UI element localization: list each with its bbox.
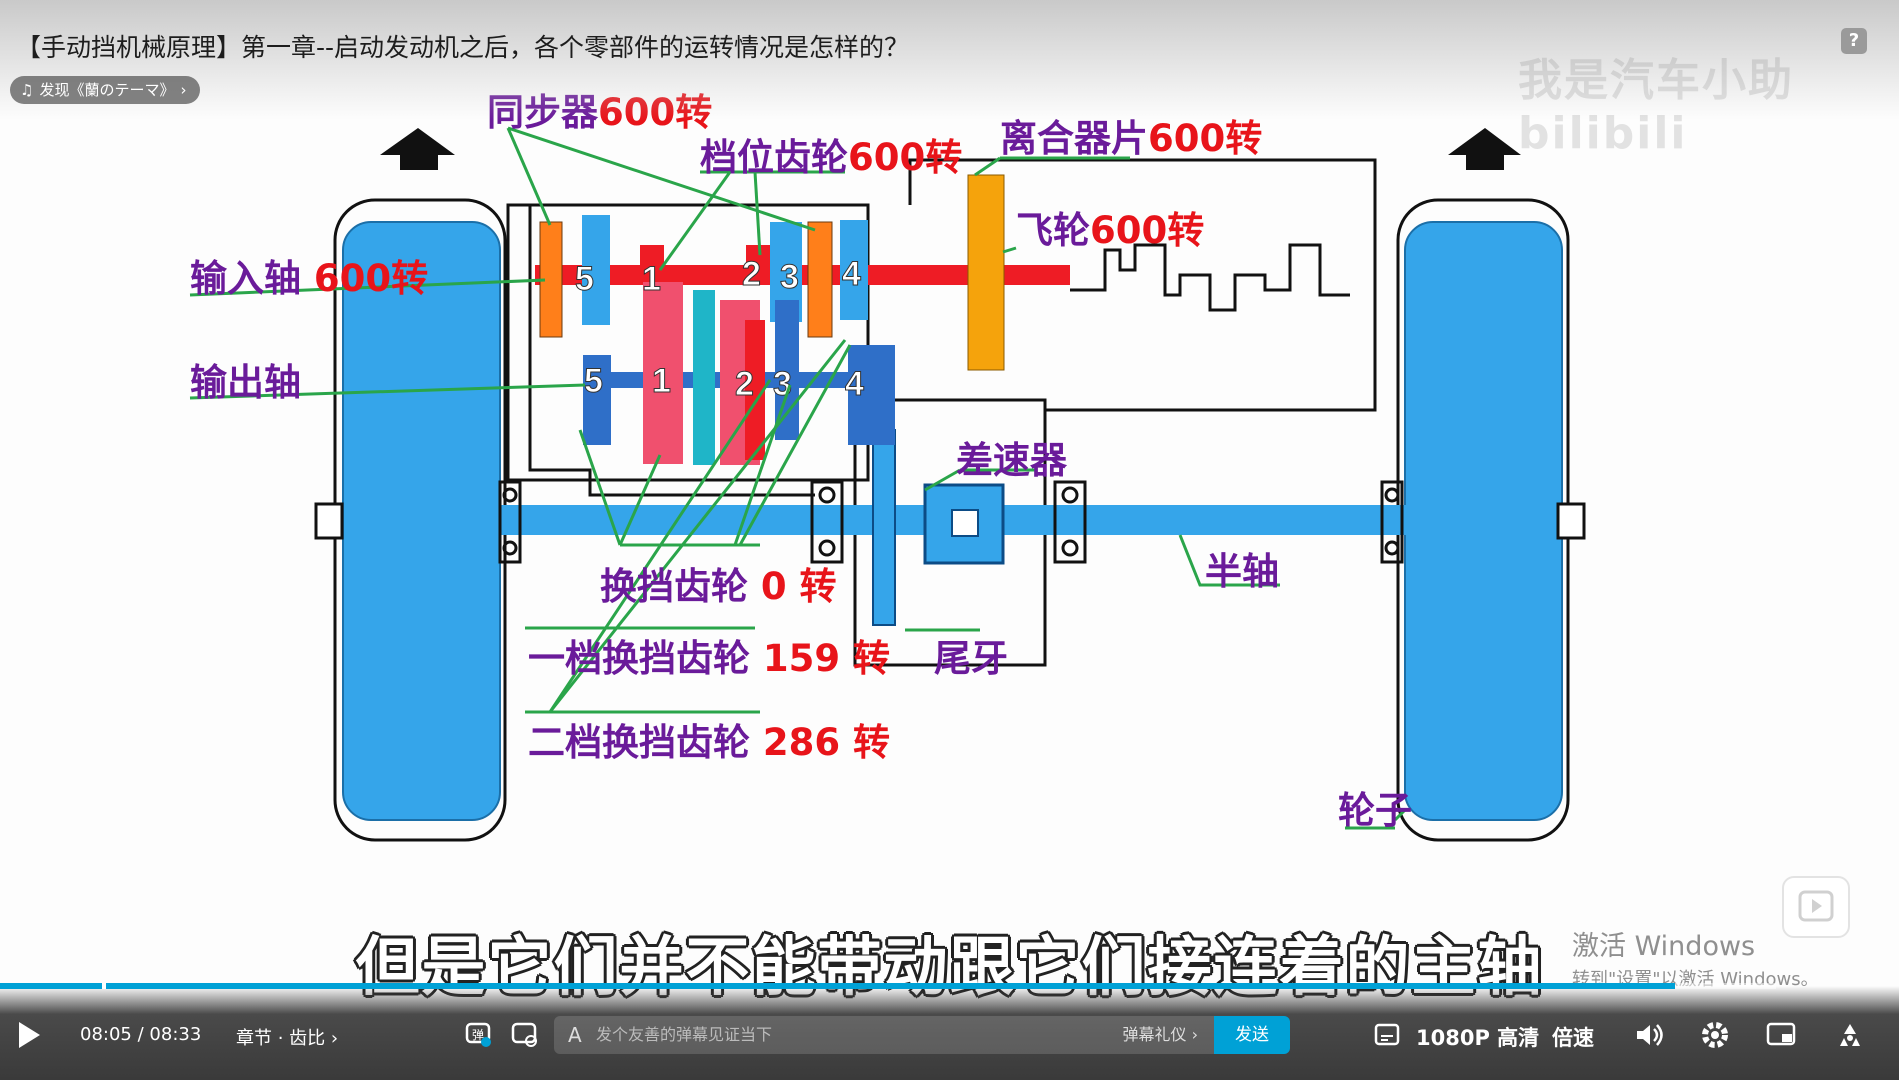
volume-icon xyxy=(1634,1020,1664,1050)
subtitle-icon xyxy=(1374,1022,1400,1048)
danmaku-etiquette-link[interactable]: 弹幕礼仪 › xyxy=(1123,1016,1199,1054)
picture-in-picture-button[interactable] xyxy=(1766,1020,1798,1054)
label-output-shaft: 输出轴 xyxy=(190,352,301,406)
label-shift-gear: 换挡齿轮 0 转 xyxy=(600,556,837,610)
chapter-marker xyxy=(102,983,106,989)
chapter-button[interactable]: 章节 · 齿比 › xyxy=(236,1024,338,1050)
gear-number-top-3: 3 xyxy=(780,258,799,296)
label-wheel: 轮子 xyxy=(1338,780,1412,834)
music-chip-label: 发现《蘭のテーマ》 xyxy=(39,76,174,104)
music-note-icon: ♫ xyxy=(20,76,33,104)
label-gear: 档位齿轮600转 xyxy=(700,127,962,181)
danmaku-input[interactable]: A 发个友善的弹幕见证当下 弹幕礼仪 › xyxy=(554,1016,1214,1054)
volume-button[interactable] xyxy=(1634,1020,1664,1054)
speed-button[interactable]: 倍速 xyxy=(1552,1022,1594,1052)
gear-number-top-5: 5 xyxy=(575,260,594,298)
tail-gear xyxy=(873,430,895,625)
ai-subtitle-button[interactable] xyxy=(1374,1022,1400,1052)
play-button[interactable] xyxy=(16,1020,42,1054)
danmaku-placeholder: 发个友善的弹幕见证当下 xyxy=(596,1016,772,1054)
gear-number-bottom-4: 4 xyxy=(845,365,864,403)
right-wheel xyxy=(1398,200,1568,840)
label-second-gear: 二档换挡齿轮 286 转 xyxy=(528,712,890,766)
fullscreen-button[interactable] xyxy=(1834,1020,1866,1054)
quality-button[interactable]: 1080P 高清 xyxy=(1416,1022,1539,1052)
progress-bar[interactable] xyxy=(0,983,1776,989)
danmaku-settings-icon xyxy=(510,1020,538,1048)
label-flywheel: 飞轮600转 xyxy=(1016,200,1204,254)
gear-number-top-2: 2 xyxy=(742,255,761,293)
label-half-shaft: 半轴 xyxy=(1205,541,1279,595)
pip-icon xyxy=(1766,1020,1798,1050)
time-display: 08:05 / 08:33 xyxy=(80,1024,201,1045)
label-first-gear: 一档换挡齿轮 159 转 xyxy=(528,628,890,682)
forward-arrow-right xyxy=(1448,128,1521,170)
text-style-icon[interactable]: A xyxy=(568,1016,582,1054)
clutch-plate xyxy=(968,175,1004,370)
gear-number-bottom-3: 3 xyxy=(773,365,792,403)
settings-button[interactable] xyxy=(1700,1020,1730,1054)
watermark: 我是汽车小助 bilibili xyxy=(1518,44,1899,159)
forward-arrow-left xyxy=(380,128,455,170)
gear-number-top-4: 4 xyxy=(842,255,861,293)
label-tail-gear: 尾牙 xyxy=(934,628,1008,682)
music-chip[interactable]: ♫ 发现《蘭のテーマ》 › xyxy=(10,76,200,104)
gear-number-top-1: 1 xyxy=(642,260,661,298)
label-differential: 差速器 xyxy=(956,430,1067,484)
gear-number-bottom-1: 1 xyxy=(652,362,671,400)
gear-number-bottom-2: 2 xyxy=(735,365,754,403)
time-separator: / xyxy=(138,1024,144,1045)
gear-number-bottom-5: 5 xyxy=(584,362,603,400)
progress-fill xyxy=(0,983,1675,989)
fullscreen-icon xyxy=(1834,1020,1866,1050)
time-current: 08:05 xyxy=(80,1024,132,1045)
gear-icon xyxy=(1700,1020,1730,1050)
label-input-shaft: 输入轴 600转 xyxy=(190,248,428,302)
danmaku-toggle-button[interactable]: 弹 xyxy=(464,1020,492,1052)
video-title: 【手动挡机械原理】第一章--启动发动机之后，各个零部件的运转情况是怎样的？ xyxy=(16,28,909,64)
time-total: 08:33 xyxy=(149,1024,201,1045)
chevron-right-icon: › xyxy=(180,76,186,104)
send-button[interactable]: 发送 xyxy=(1214,1016,1290,1054)
play-icon xyxy=(16,1020,42,1050)
danmaku-icon: 弹 xyxy=(464,1020,492,1048)
danmaku-settings-button[interactable] xyxy=(510,1020,538,1052)
